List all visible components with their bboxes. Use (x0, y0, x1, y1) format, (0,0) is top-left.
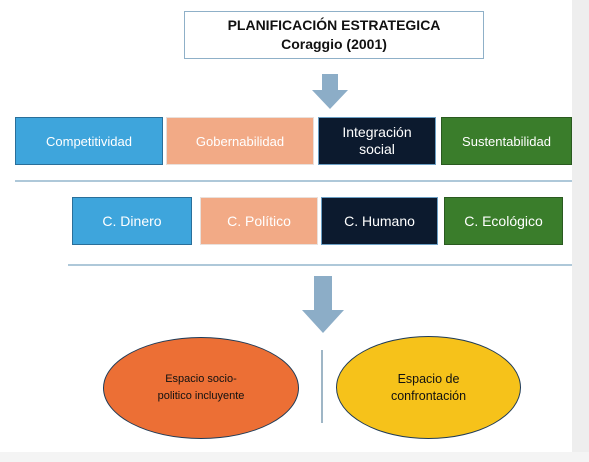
dimension-sustentabilidad: Sustentabilidad (441, 117, 572, 165)
capital-label: C. Ecológico (464, 212, 543, 229)
title-text: PLANIFICACIÓN ESTRATEGICA (227, 17, 441, 33)
space-label: Espacio socio- politico incluyente (157, 373, 245, 402)
dimension-label: Integración social (342, 124, 412, 157)
capital-ecologico: C. Ecológico (444, 197, 563, 245)
capital-label: C. Dinero (102, 212, 162, 229)
title-box: PLANIFICACIÓN ESTRATEGICA Coraggio (2001… (184, 11, 484, 59)
dimension-label: Sustentabilidad (462, 133, 551, 149)
space-sociopolitico-incluyente: Espacio socio- politico incluyente (103, 337, 299, 439)
space-label: Espacio de confrontación (390, 371, 467, 403)
right-margin-strip (572, 0, 589, 462)
dimension-integracion-social: Integración social (318, 117, 436, 165)
space-confrontacion: Espacio de confrontación (336, 336, 521, 439)
separator-line (321, 350, 323, 423)
arrow-down-icon (302, 276, 344, 333)
title-subtitle: Coraggio (2001) (281, 36, 387, 52)
bottom-margin-strip (0, 452, 589, 462)
dimension-label: Gobernabilidad (195, 133, 285, 149)
capital-label: C. Humano (344, 212, 415, 229)
dimension-label: Competitividad (46, 133, 132, 149)
capital-politico: C. Político (200, 197, 318, 245)
capital-humano: C. Humano (321, 197, 438, 245)
dimension-competitividad: Competitividad (15, 117, 163, 165)
divider-line (15, 180, 572, 182)
arrow-down-icon (312, 74, 348, 109)
divider-line (68, 264, 572, 266)
capital-dinero: C. Dinero (72, 197, 192, 245)
capital-label: C. Político (227, 212, 291, 229)
dimension-gobernabilidad: Gobernabilidad (166, 117, 314, 165)
